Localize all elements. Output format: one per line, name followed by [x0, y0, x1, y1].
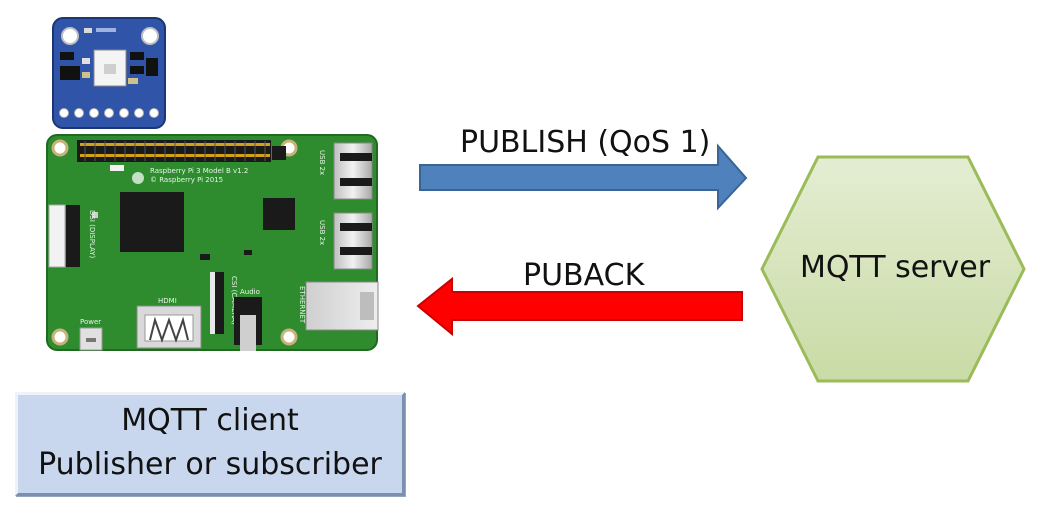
publish-label: PUBLISH (QoS 1) — [460, 125, 711, 160]
mqtt-server-label: MQTT server — [799, 250, 991, 285]
svg-text:Audio: Audio — [240, 288, 260, 296]
svg-text:DSI (DISPLAY): DSI (DISPLAY) — [88, 210, 96, 259]
client-title: MQTT client — [121, 403, 299, 438]
svg-text:ETHERNET: ETHERNET — [298, 286, 306, 324]
svg-text:USB 2x: USB 2x — [318, 150, 326, 175]
puback-label: PUBACK — [523, 258, 645, 293]
mqtt-client-box: MQTT client Publisher or subscriber — [15, 392, 405, 496]
mqtt-server-hexagon — [760, 155, 1026, 383]
sensor-board-icon — [52, 17, 166, 129]
raspberry-pi-board-icon: Raspberry Pi 3 Model B v1.2 © Raspberry … — [46, 134, 379, 351]
publish-arrow — [419, 143, 748, 211]
svg-text:Raspberry Pi 3 Model B v1.2: Raspberry Pi 3 Model B v1.2 — [150, 167, 248, 175]
client-subtitle: Publisher or subscriber — [38, 447, 382, 482]
svg-text:HDMI: HDMI — [158, 297, 177, 305]
svg-text:Power: Power — [80, 318, 101, 326]
puback-arrow — [416, 276, 743, 337]
svg-text:USB 2x: USB 2x — [318, 220, 326, 245]
svg-text:© Raspberry Pi 2015: © Raspberry Pi 2015 — [150, 176, 223, 184]
